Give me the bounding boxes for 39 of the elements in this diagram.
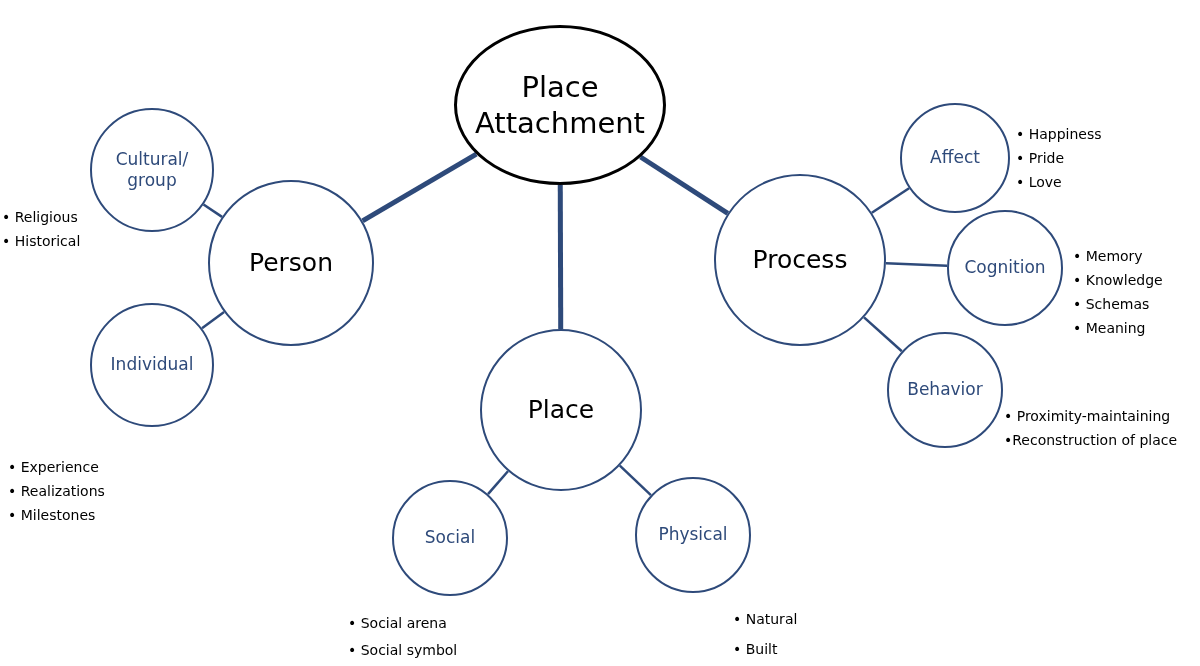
bullet-text: • Milestones [8, 506, 96, 525]
bullet-text: • Memory [1073, 247, 1143, 266]
node-label: Cultural/ group [114, 148, 190, 192]
connector-line [361, 151, 478, 224]
bullet-text: • Natural [733, 610, 798, 629]
bullet-text: • Meaning [1073, 319, 1146, 338]
bullet-text: • Social arena [348, 614, 447, 633]
node-label: Person [248, 247, 334, 279]
bullet-text: • Proximity-maintaining [1004, 407, 1171, 426]
bullet-text: • Pride [1016, 149, 1065, 168]
bullet-text: • Experience [8, 458, 99, 477]
bullet-text: • Knowledge [1073, 271, 1163, 290]
node-label: Place [526, 394, 596, 426]
bullet-text: • Historical [2, 232, 81, 251]
connector-line [863, 316, 903, 353]
connector-line [557, 185, 564, 329]
node-label: Affect [929, 147, 981, 169]
bullet-text: •Reconstruction of place [1004, 431, 1178, 450]
node-label: Behavior [906, 379, 984, 401]
bullet-text: • Built [733, 640, 778, 659]
node-label: Individual [109, 354, 195, 376]
connector-line [871, 187, 910, 214]
bullet-text: • Religious [2, 208, 78, 227]
bullet-text: • Realizations [8, 482, 105, 501]
connector-line [487, 470, 509, 495]
connector-line [201, 311, 225, 330]
connector-line [885, 262, 948, 267]
node-label: Cognition [963, 257, 1047, 279]
bullet-text: • Schemas [1073, 295, 1150, 314]
node-label: Process [751, 244, 849, 276]
bullet-text: • Happiness [1016, 125, 1102, 144]
bullet-text: • Social symbol [348, 641, 458, 660]
bullet-text: • Love [1016, 173, 1062, 192]
node-label: Social [423, 527, 477, 549]
node-label: Place Attachment [474, 68, 646, 142]
connector-line [639, 154, 730, 216]
connector-line [202, 203, 223, 218]
connector-line [618, 464, 652, 497]
node-label: Physical [657, 524, 729, 546]
